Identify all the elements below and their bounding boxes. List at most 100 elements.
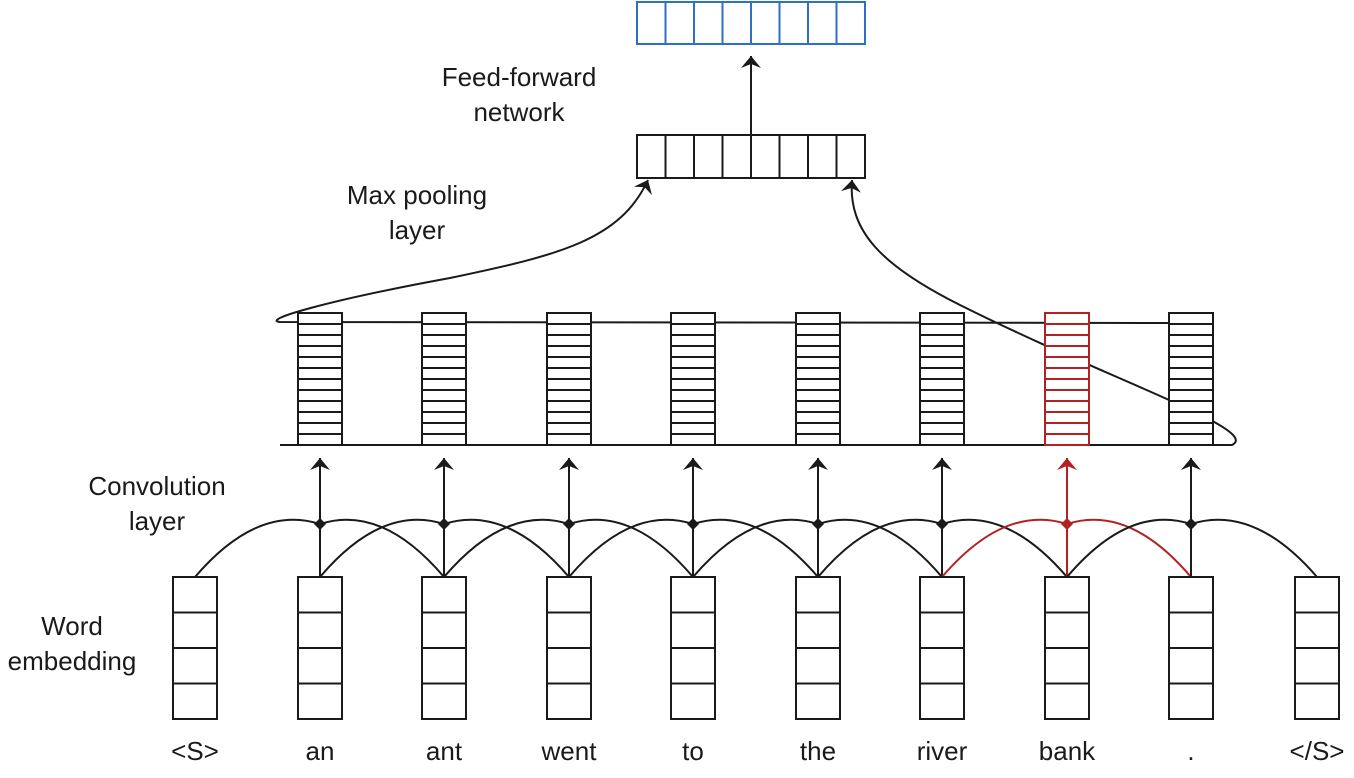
conv-column-cell [919, 367, 965, 380]
conv-column-cell [670, 378, 716, 391]
embedding-cell [1044, 682, 1090, 720]
conv-column-cell [670, 367, 716, 380]
conv-column-cell [546, 422, 592, 435]
conv-column-cell [421, 378, 467, 391]
embedding-cell [172, 576, 218, 614]
conv-column-cell [670, 356, 716, 369]
embedding-cell [297, 611, 343, 649]
conv-column-cell [1168, 312, 1214, 325]
conv-column-cell [297, 356, 343, 369]
convolution-label: Convolution layer [88, 471, 225, 536]
conv-column-cell [421, 367, 467, 380]
embedding-cell [546, 611, 592, 649]
conv-column-cell [546, 400, 592, 413]
conv-column-cell [546, 323, 592, 336]
conv-column-cell [1044, 400, 1090, 413]
conv-arc-left [1066, 518, 1192, 578]
conv-column-cell [1044, 345, 1090, 358]
embedding-cell [421, 647, 467, 685]
embedding-cell [1294, 611, 1340, 649]
conv-column-cell [795, 378, 841, 391]
embedding-cell [546, 576, 592, 614]
conv-arc-left [319, 518, 445, 578]
token-label: the [800, 736, 836, 766]
conv-column-cell [546, 345, 592, 358]
embedding-cell [1168, 682, 1214, 720]
conv-column-cell [421, 400, 467, 413]
conv-column-cell [670, 323, 716, 336]
embedding-cell [172, 611, 218, 649]
convolution-arcs [194, 518, 1318, 578]
conv-column-cell [421, 334, 467, 347]
embedding-cell [421, 682, 467, 720]
embedding-cell [172, 682, 218, 720]
conv-column-cell [1044, 367, 1090, 380]
conv-column-cell [670, 345, 716, 358]
conv-column-cell [1168, 422, 1214, 435]
embedding-cell [670, 647, 716, 685]
embedding-cell [670, 611, 716, 649]
conv-column-cell [1044, 323, 1090, 336]
token-label: . [1187, 736, 1194, 766]
token-label: an [306, 736, 335, 766]
convolution-arrows [310, 458, 1201, 524]
max-pooled-vector [636, 134, 866, 179]
conv-column-cell [421, 422, 467, 435]
conv-column-cell [546, 367, 592, 380]
embedding-cell [670, 576, 716, 614]
conv-column-cell [1168, 411, 1214, 424]
embedding-cell [1044, 576, 1090, 614]
conv-column-cell [546, 356, 592, 369]
output-vector-cell [693, 1, 724, 45]
conv-column-cell [297, 345, 343, 358]
output-vector-cell [778, 1, 809, 45]
embedding-cell [421, 576, 467, 614]
conv-column-cell [1044, 422, 1090, 435]
conv-column-cell [795, 367, 841, 380]
conv-column-cell [1168, 433, 1214, 446]
conv-column-cell [795, 422, 841, 435]
conv-column-cell [670, 334, 716, 347]
conv-column-cell [1168, 378, 1214, 391]
token-label: went [541, 736, 598, 766]
embedding-cell [919, 647, 965, 685]
conv-column-cell [919, 345, 965, 358]
svg-text:embedding: embedding [8, 646, 137, 676]
conv-column-cell [670, 411, 716, 424]
conv-column-cell [421, 433, 467, 446]
token-label: </S> [1290, 736, 1345, 766]
embedding-cell [1294, 647, 1340, 685]
conv-column-cell [670, 389, 716, 402]
svg-text:Word: Word [41, 611, 103, 641]
conv-column-cell [297, 312, 343, 325]
conv-column-cell [297, 400, 343, 413]
embedding-cell [297, 576, 343, 614]
output-vector-cell [664, 1, 695, 45]
conv-column-cell [1168, 400, 1214, 413]
conv-column-cell [795, 334, 841, 347]
conv-column-cell [919, 323, 965, 336]
embedding-cell [795, 682, 841, 720]
token-label: ant [426, 736, 463, 766]
embedding-cell [919, 611, 965, 649]
output-vector-cell [835, 1, 866, 45]
convolution-columns [297, 312, 1214, 446]
conv-column-cell [546, 312, 592, 325]
conv-column-cell [795, 433, 841, 446]
embedding-cell [1044, 611, 1090, 649]
conv-column-cell [795, 312, 841, 325]
conv-column-cell [297, 433, 343, 446]
max-pooling-right-arrowhead [841, 180, 862, 193]
conv-column-cell [1044, 312, 1090, 325]
token-label: bank [1039, 736, 1096, 766]
svg-text:Feed-forward: Feed-forward [442, 62, 597, 92]
conv-column-cell [919, 334, 965, 347]
conv-column-cell [546, 433, 592, 446]
conv-column-cell [670, 312, 716, 325]
embedding-cell [172, 647, 218, 685]
conv-arc-left [941, 518, 1068, 578]
svg-text:network: network [473, 97, 565, 127]
embedding-cell [670, 682, 716, 720]
pooled-vector-cell [778, 134, 809, 179]
